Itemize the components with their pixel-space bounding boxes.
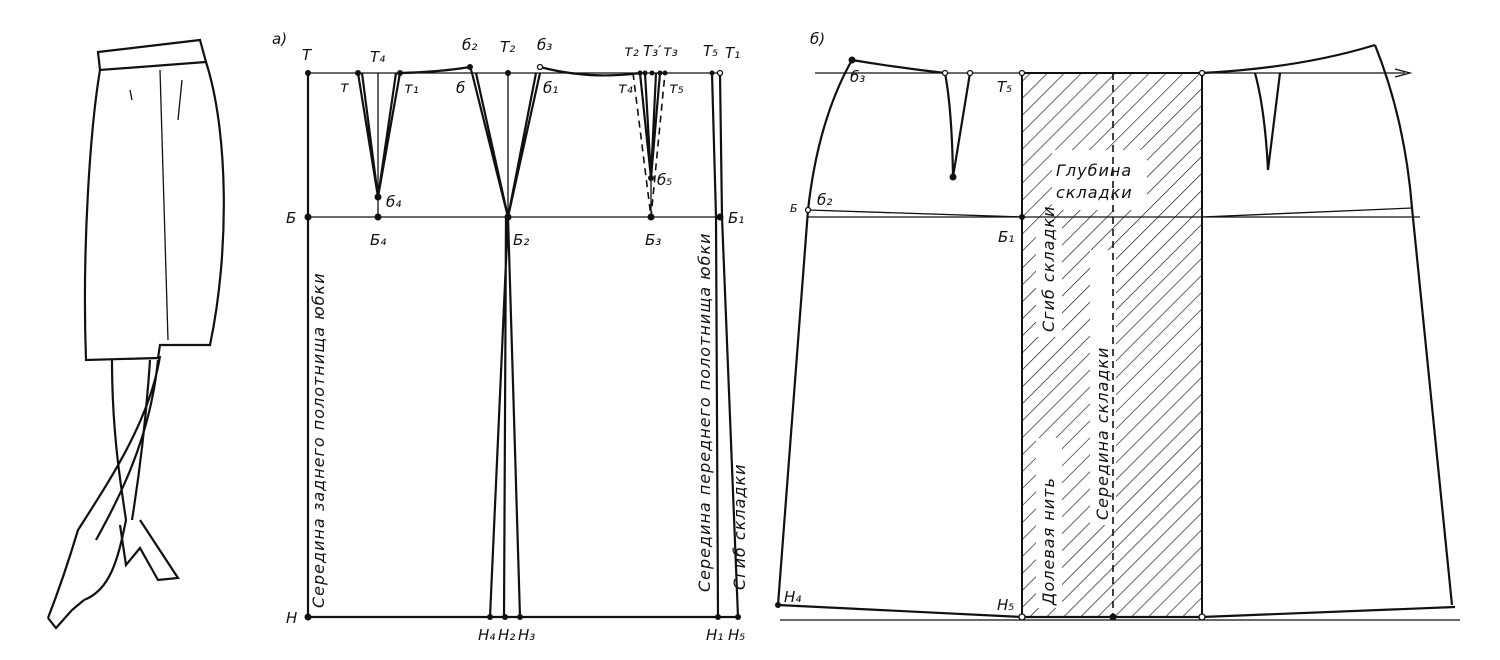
label-B1: Б₁ bbox=[728, 209, 744, 227]
label-t2: т₂ bbox=[624, 42, 639, 60]
label-b: б bbox=[456, 79, 465, 97]
point-labels-a: Т Т₄ б₂ Т₂ б₃ т₂ Т₃′ т₃ Т₅ Т₁ т т₁ б б₁ … bbox=[286, 36, 745, 644]
text-pleat-fold-a: Сгиб складки bbox=[730, 463, 749, 590]
label-T2: Т₂ bbox=[500, 38, 515, 56]
label-b4-apex: б₄ bbox=[386, 193, 401, 211]
skirt-fashion-sketch bbox=[46, 38, 225, 630]
panel-a-title: а) bbox=[272, 30, 287, 48]
label-b2-top: б₂ bbox=[462, 36, 477, 54]
text-grain-line: Долевая нить bbox=[1039, 477, 1058, 606]
label-B1-b: Б₁ bbox=[998, 228, 1014, 246]
label-T3-prime: Т₃′ bbox=[643, 42, 662, 60]
text-pleat-fold-b: Сгиб складки bbox=[1039, 205, 1058, 332]
label-b3: б₃ bbox=[850, 68, 865, 86]
label-t: т bbox=[340, 78, 350, 96]
label-B2: Б₂ bbox=[513, 231, 529, 249]
label-b1-top: б₁ bbox=[543, 79, 558, 97]
text-pleat-depth-2: складки bbox=[1056, 183, 1133, 202]
label-b3-top: б₃ bbox=[537, 36, 552, 54]
label-B: Б bbox=[286, 209, 296, 227]
label-T4: Т₄ bbox=[370, 48, 385, 66]
label-t4: т₄ bbox=[618, 79, 633, 97]
label-B4: Б₄ bbox=[370, 231, 386, 249]
label-H3: Н₃ bbox=[518, 626, 535, 644]
point-labels-b: б₃ Т₅ б₂ Б Б₁ Н₄ Н₅ bbox=[784, 68, 1014, 614]
label-H1: Н₁ bbox=[706, 626, 723, 644]
label-t3: т₃ bbox=[663, 42, 678, 60]
label-t5: т₅ bbox=[669, 79, 684, 97]
construction-points-b bbox=[775, 56, 1206, 621]
text-front-center: Середина переднего полотнища юбки bbox=[695, 232, 714, 592]
label-T: Т bbox=[302, 46, 313, 64]
label-t1: т₁ bbox=[404, 79, 419, 97]
label-H: Н bbox=[286, 609, 297, 627]
panel-b-pattern: б) б₃ Т₅ б₂ Б Б₁ Н₄ Н bbox=[775, 30, 1460, 621]
label-H5-b: Н₅ bbox=[997, 596, 1014, 614]
text-pleat-middle: Середина складки bbox=[1093, 347, 1112, 520]
construction-points bbox=[304, 63, 741, 621]
panel-a-pattern: а) bbox=[272, 30, 749, 644]
label-T5-b: Т₅ bbox=[997, 78, 1012, 96]
label-H4-b: Н₄ bbox=[784, 588, 801, 606]
label-T1: Т₁ bbox=[725, 44, 740, 62]
label-B3: Б₃ bbox=[645, 231, 661, 249]
panel-b-title: б) bbox=[810, 30, 825, 48]
text-back-center: Середина заднего полотнища юбки bbox=[309, 272, 328, 608]
label-B-b: Б bbox=[790, 202, 798, 215]
label-H5: Н₅ bbox=[728, 626, 745, 644]
label-T5: Т₅ bbox=[703, 42, 718, 60]
label-H4: Н₄ bbox=[478, 626, 495, 644]
label-b5: б₅ bbox=[657, 171, 672, 189]
text-pleat-depth-1: Глубина bbox=[1056, 161, 1132, 180]
label-H2: Н₂ bbox=[498, 626, 515, 644]
label-b2: б₂ bbox=[817, 191, 832, 209]
